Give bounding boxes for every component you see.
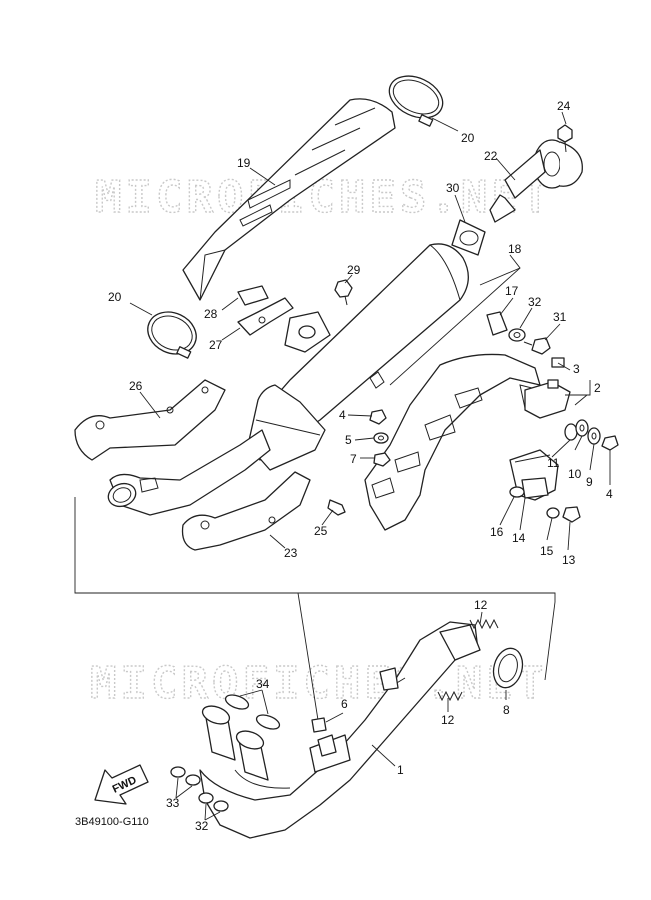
exhaust-protector-24 (74, 379, 226, 461)
bracket-26 (237, 297, 294, 336)
collar-31 (508, 328, 526, 342)
callout-27: 28 (204, 307, 218, 321)
assembly-boundary (74, 497, 556, 681)
gasket-34-b (255, 714, 281, 730)
callout-19: 19 (237, 156, 251, 170)
bolt-25 (327, 499, 346, 516)
diagram-code: 3B49100-G110 (75, 816, 149, 828)
callout-11: 11 (547, 456, 560, 470)
callout-32: 32 (195, 819, 209, 833)
exhaust-pipe-1 (199, 621, 481, 839)
watermark-top: MICROFICHES.NET (95, 172, 552, 223)
callout-29: 30 (446, 181, 460, 195)
nut-33-b (185, 774, 201, 786)
callout-1: 1 (397, 763, 404, 777)
callout-5: 5 (345, 433, 352, 447)
callout-10: 10 (568, 467, 582, 481)
callout-22: 24 (557, 99, 571, 113)
callout-4-left: 4 (339, 408, 346, 422)
callout-26: 27 (209, 338, 223, 352)
damper-6 (311, 717, 327, 733)
callout-18: 17 (505, 284, 519, 298)
washer-9 (587, 427, 601, 445)
callout-17: 18 (508, 242, 522, 256)
bolt-14 (562, 506, 581, 523)
callout-23: 23 (284, 546, 298, 560)
heat-protector-19 (182, 98, 396, 301)
collar-11 (564, 423, 578, 441)
bracket-2 (524, 357, 571, 419)
bolt-28 (334, 279, 353, 306)
callout-15: 15 (540, 544, 554, 558)
bracket-13 (509, 449, 559, 501)
callout-12-top: 12 (474, 598, 488, 612)
callout-labels: 20 19 24 22 30 18 29 17 32 31 20 28 27 2… (108, 99, 613, 833)
clamp-20-top (388, 75, 444, 127)
gasket-29 (451, 219, 486, 256)
gasket-34-a (224, 694, 250, 710)
damper-27 (237, 285, 269, 306)
header-pipe-upper (107, 429, 271, 516)
callout-13: 14 (512, 531, 526, 545)
washer-16 (509, 486, 525, 498)
callout-4-right: 4 (606, 487, 613, 501)
nut-32-a (198, 792, 214, 804)
callout-30: 31 (553, 310, 567, 324)
callout-20-top: 20 (461, 131, 475, 145)
tail-pipe-21 (489, 139, 583, 223)
washer-10 (575, 419, 589, 437)
nut-7 (373, 452, 391, 467)
clamp-20-left (147, 311, 197, 359)
callout-31: 32 (528, 295, 542, 309)
nut-33-a (170, 766, 186, 778)
frame-bracket (364, 353, 546, 531)
bolt-4-right (601, 435, 619, 451)
callout-24: 26 (129, 379, 143, 393)
callout-2: 2 (594, 381, 601, 395)
nut-32-b (213, 800, 229, 812)
callout-28: 29 (347, 263, 361, 277)
callout-9: 9 (586, 475, 593, 489)
callout-33: 33 (166, 796, 180, 810)
gasket-8 (492, 647, 524, 689)
callout-7: 7 (350, 452, 357, 466)
fwd-arrow-icon: FWD (94, 764, 149, 805)
bolt-4-left (369, 409, 387, 425)
spring-12-top (469, 618, 499, 630)
leader-lines (129, 111, 611, 821)
bolt-22 (557, 124, 573, 153)
assembly-boundary-2 (297, 592, 319, 721)
damper-18 (486, 311, 508, 336)
callout-3: 3 (573, 362, 580, 376)
callout-6: 6 (341, 697, 348, 711)
callout-12-bottom: 12 (441, 713, 455, 727)
callout-34: 34 (256, 677, 270, 691)
watermark-bottom: MICROFICHES.NET (90, 658, 547, 709)
bolt-30 (523, 337, 551, 355)
callout-14: 13 (562, 553, 576, 567)
callout-16: 16 (490, 525, 504, 539)
callout-20-left: 20 (108, 290, 122, 304)
exhaust-protector-23 (181, 471, 311, 551)
washer-15 (546, 507, 560, 519)
spring-12-bottom (437, 690, 463, 702)
callout-25: 25 (314, 524, 328, 538)
callout-21: 22 (484, 149, 498, 163)
washer-5 (373, 432, 389, 444)
callout-8: 8 (503, 703, 510, 717)
